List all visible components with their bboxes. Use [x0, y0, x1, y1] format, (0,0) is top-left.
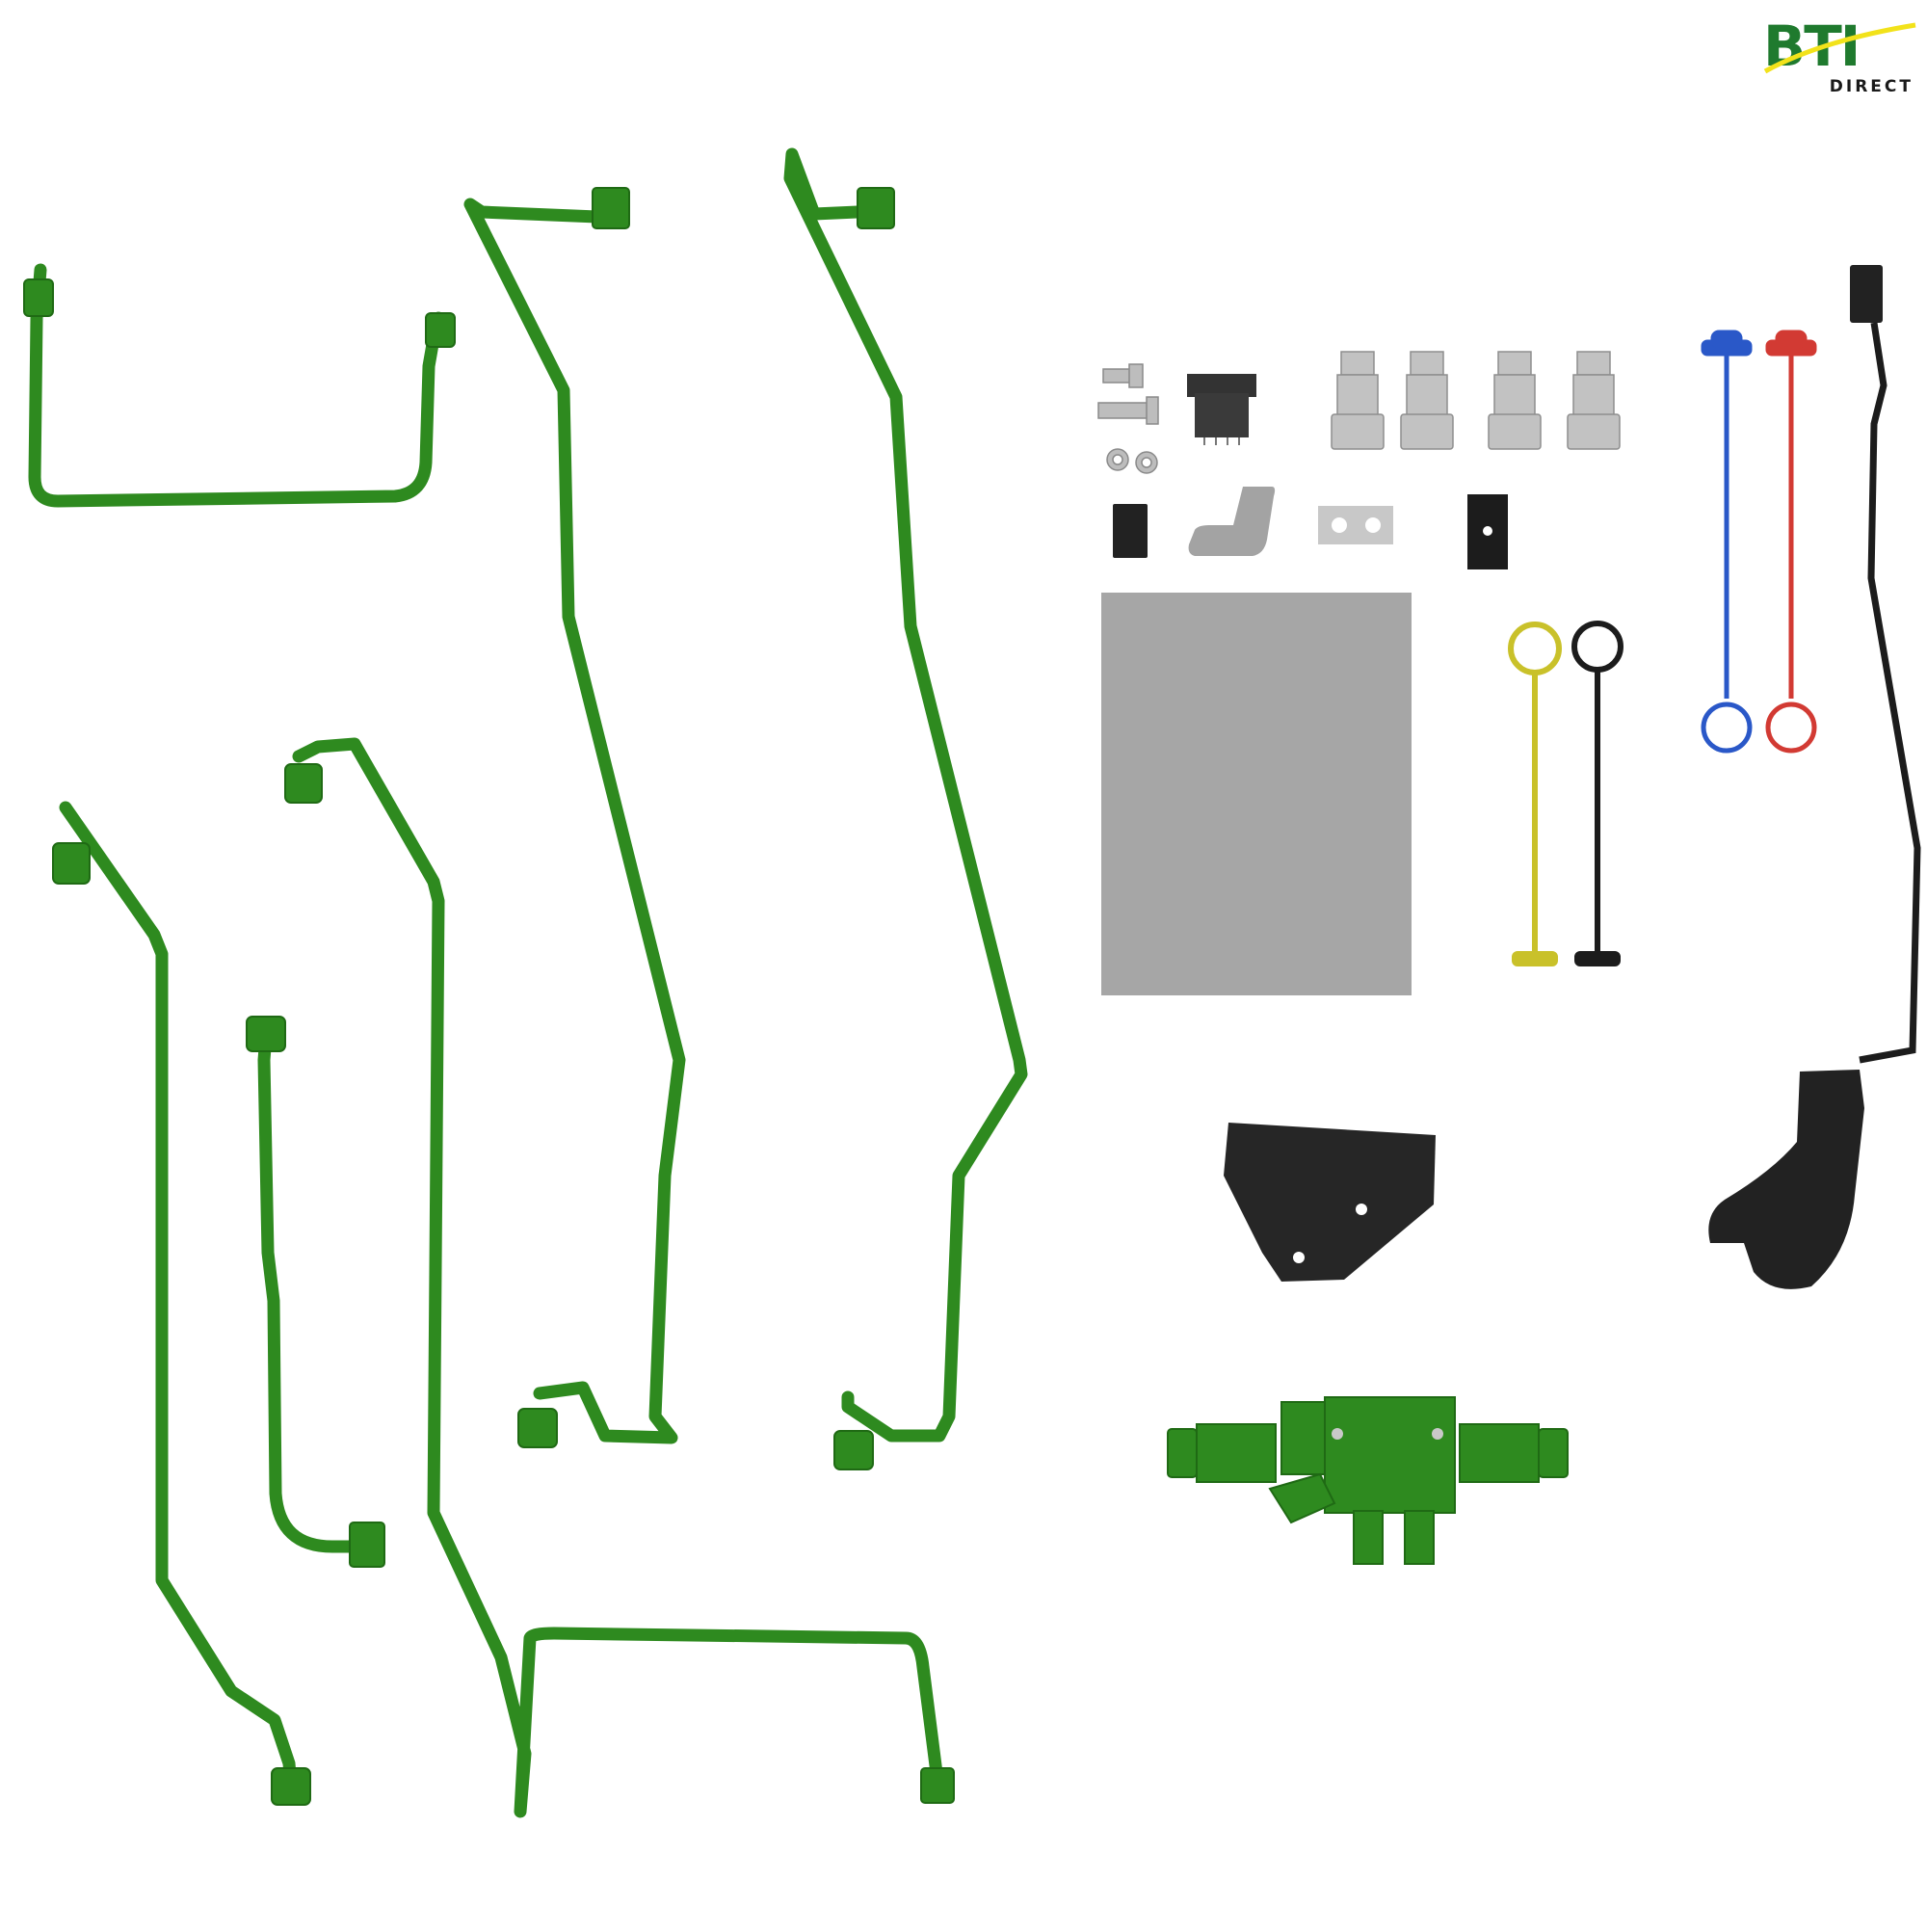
- bti-direct-logo: BTI DIRECT: [1763, 17, 1917, 98]
- fitting: [271, 1767, 311, 1806]
- logo-swoosh-icon: [1763, 22, 1916, 74]
- tube-long-u-bottom: [292, 737, 943, 1818]
- relay: [1187, 374, 1256, 445]
- fitting: [592, 187, 630, 229]
- fitting: [246, 1016, 286, 1052]
- tube-u-shape: [28, 263, 445, 508]
- tube-short: [257, 1029, 373, 1553]
- joystick-handle: [1708, 1070, 1864, 1289]
- gray-sheet: [1101, 593, 1412, 995]
- wiring-harness: [1850, 265, 1921, 1064]
- hydraulic-valve: [1167, 1396, 1569, 1565]
- gray-bracket: [1188, 487, 1276, 556]
- blue-dust-cap: [1701, 330, 1753, 754]
- fitting: [517, 1408, 558, 1448]
- fitting: [52, 842, 91, 885]
- slotted-plate: [1318, 506, 1393, 544]
- logo-sub-text: DIRECT: [1829, 77, 1914, 96]
- fitting: [284, 763, 323, 804]
- fitting: [833, 1430, 874, 1470]
- black-dust-cap: [1571, 621, 1623, 966]
- tube-long-2: [783, 147, 1028, 1442]
- fitting: [23, 278, 54, 317]
- fitting: [857, 187, 895, 229]
- quick-couplers: [1331, 351, 1621, 450]
- tube-bent-left: [59, 801, 298, 1794]
- bolts-and-washers: [1097, 363, 1159, 474]
- fitting: [425, 312, 456, 348]
- yellow-dust-cap: [1508, 622, 1562, 966]
- fitting: [349, 1522, 385, 1568]
- black-mounting-bracket: [1224, 1123, 1436, 1282]
- black-pad: [1113, 504, 1148, 558]
- tube-long-1: [463, 198, 686, 1444]
- red-dust-cap: [1765, 330, 1817, 754]
- fitting: [920, 1767, 955, 1804]
